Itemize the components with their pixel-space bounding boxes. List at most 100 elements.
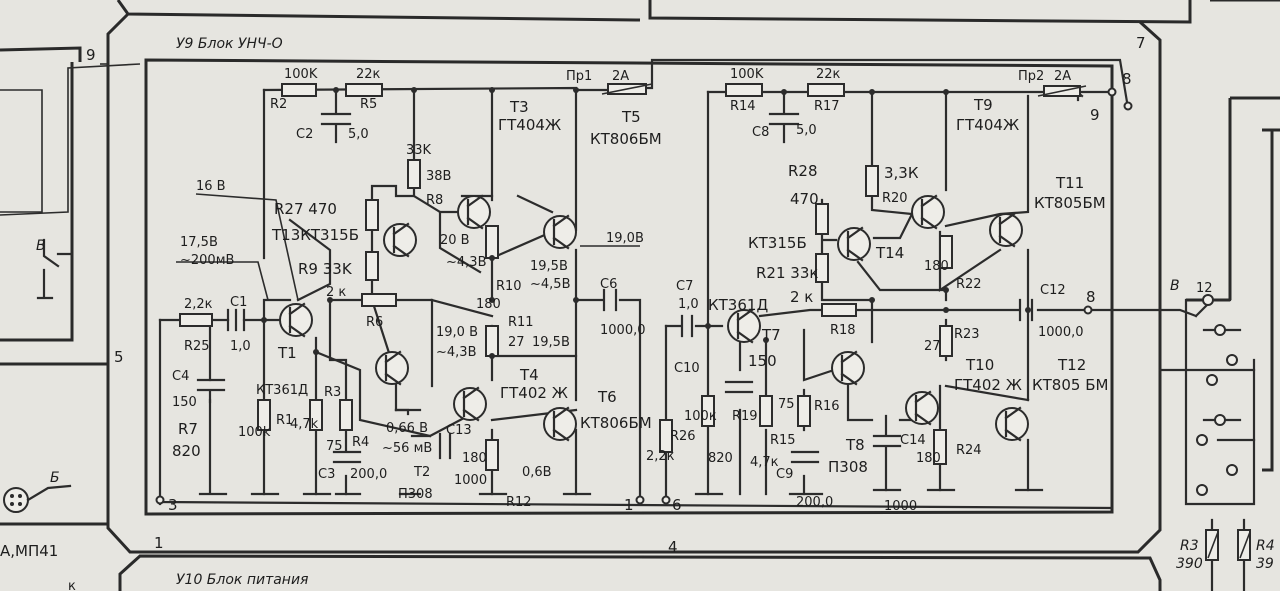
r11-value: 27	[508, 335, 525, 350]
c3-label: C3	[318, 467, 335, 482]
r26	[659, 419, 673, 453]
c4-value: 150	[172, 395, 197, 410]
c9-label: C9	[776, 467, 793, 482]
c6-value: 1000,0	[600, 323, 646, 338]
r15-label: R15	[770, 433, 796, 448]
r23-label: R23	[954, 327, 980, 342]
resistors	[179, 83, 953, 471]
r14-value: 100K	[730, 67, 764, 82]
r20	[865, 165, 879, 197]
t8-type: П308	[828, 458, 868, 476]
r14-label: R14	[730, 99, 756, 114]
c14-label: C14	[900, 433, 926, 448]
c-1000: 1000	[454, 473, 487, 488]
volt-195: 19,5В	[530, 259, 568, 274]
r7-label: R7	[178, 420, 198, 438]
r17	[807, 83, 845, 97]
r22-label: R22	[956, 277, 982, 292]
volt-066: 0,66 В	[386, 421, 428, 436]
switch-block-label: В	[1170, 278, 1180, 294]
junction-dots	[155, 87, 1133, 505]
r6	[361, 293, 397, 307]
r8	[407, 159, 421, 189]
connector-8b: 8	[1086, 288, 1096, 306]
fuses	[601, 83, 1087, 97]
left-text-2: к	[68, 579, 76, 591]
r5-value: 22к	[356, 67, 381, 82]
r18	[821, 303, 857, 317]
t5-symbol	[543, 214, 577, 250]
c9-value: 200,0	[796, 495, 833, 510]
r5	[345, 83, 383, 97]
c4-label: C4	[172, 369, 189, 384]
r5-label: R5	[360, 97, 377, 112]
t12-type: КТ805 БМ	[1032, 376, 1108, 394]
r19-valueb: 100к	[684, 409, 717, 424]
volt-43b: ~4,3В	[436, 345, 477, 360]
connector-9b: 9	[1090, 106, 1100, 124]
connector-12: 12	[1196, 281, 1213, 296]
t13-symbol	[383, 222, 417, 258]
connector-1b: 1	[624, 496, 634, 514]
r18-value: 2 к	[790, 288, 813, 306]
r19-label: R19	[732, 409, 758, 424]
volt-56mv: ~56 мВ	[382, 441, 432, 456]
t14-label: T14	[875, 244, 904, 262]
connector-3: 3	[168, 496, 178, 514]
t6-symbol	[543, 406, 577, 442]
r10	[485, 225, 499, 259]
volt-45: ~4,5В	[530, 277, 571, 292]
volt-43a: ~4,3В	[446, 255, 487, 270]
t12-label: T12	[1057, 356, 1086, 374]
connector-4: 4	[668, 538, 678, 556]
connector-b-icon	[3, 484, 72, 513]
r23-value: 27	[924, 339, 941, 354]
r3	[309, 399, 323, 431]
r1-value: 100k	[238, 425, 271, 440]
t7-symbol	[727, 308, 761, 344]
t9-type: ГТ404Ж	[956, 116, 1019, 134]
block-u9-title: У9 Блок УНЧ-О	[176, 36, 283, 52]
r3-value: 4,7k	[290, 417, 319, 432]
volt-38: 38В	[426, 169, 451, 184]
r25-label: R25	[184, 339, 210, 354]
br-r3-label: R3	[1180, 538, 1199, 554]
t11-symbol	[989, 212, 1023, 248]
t4-label: T4	[519, 366, 539, 384]
c7-label: C7	[676, 279, 693, 294]
t10-type: ГТ402 Ж	[954, 376, 1022, 394]
c12-label: C12	[1040, 283, 1066, 298]
t11-type: КТ805БМ	[1034, 194, 1106, 212]
t9-label: T9	[973, 96, 993, 114]
r4-value: 75	[326, 439, 343, 454]
r14	[725, 83, 763, 97]
r28-value: 470	[790, 190, 819, 208]
connector-9: 9	[86, 46, 96, 64]
t6-type: КТ806БМ	[580, 414, 652, 432]
t10-label: T10	[965, 356, 994, 374]
c7-value: 1,0	[678, 297, 699, 312]
r4	[339, 399, 353, 431]
r12-value: 180	[462, 451, 487, 466]
r9	[365, 251, 379, 281]
r12-label: R12	[506, 495, 532, 510]
volt-16: 16 В	[196, 179, 226, 194]
c3-value: 200,0	[350, 467, 387, 482]
left-text: А,МП41	[0, 542, 58, 560]
r10-label: R10	[496, 279, 522, 294]
r10-value: 180	[476, 297, 501, 312]
c1-value: 1,0	[230, 339, 251, 354]
c8-label: C8	[752, 125, 769, 140]
t2-label: T2	[413, 465, 430, 480]
r11-label: R11	[508, 315, 534, 330]
r8-label: R8	[426, 193, 443, 208]
r24-value: 180	[916, 451, 941, 466]
r16-label: R16	[814, 399, 840, 414]
connector-8: 8	[1122, 70, 1132, 88]
labels: У9 Блок УНЧ-О У10 Блок питания А,МП41 к …	[0, 34, 1275, 591]
c1-label: C1	[230, 295, 247, 310]
t6-label: T6	[597, 388, 617, 406]
r15	[759, 395, 773, 427]
r18-label: R18	[830, 323, 856, 338]
t14-symbol	[837, 226, 871, 262]
